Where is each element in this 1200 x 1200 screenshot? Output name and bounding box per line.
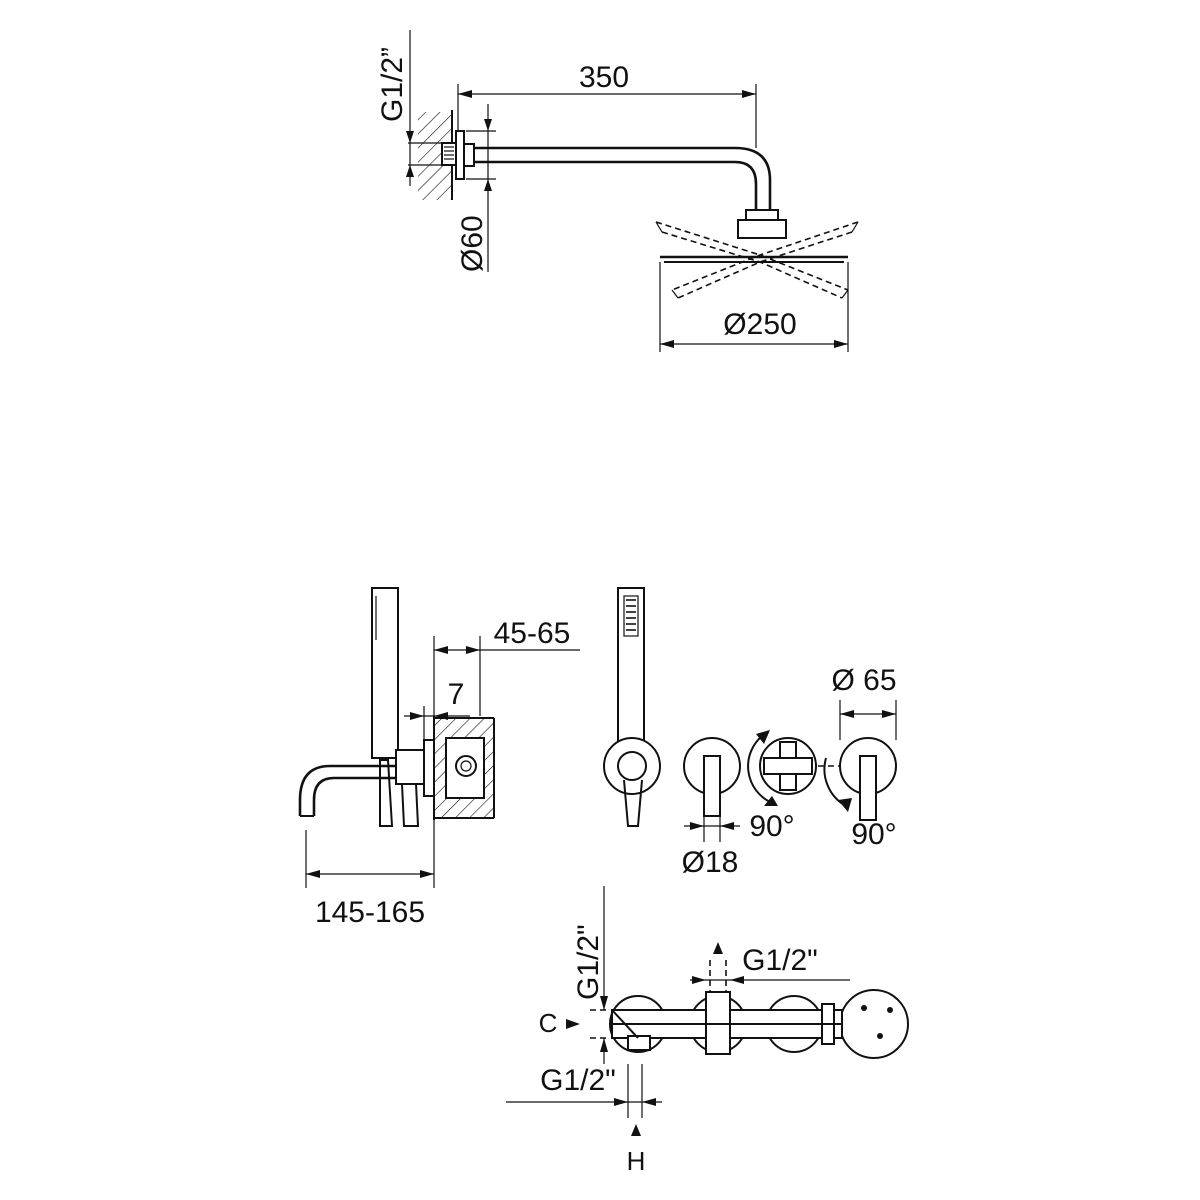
spout-pipe xyxy=(298,764,396,816)
wall-plate xyxy=(423,739,435,797)
rotation-right-angle: 90° xyxy=(851,818,896,851)
shower-arm xyxy=(474,146,772,212)
dim-flange-diameter: Ø60 xyxy=(456,215,489,272)
dim-plate-diameter: Ø 65 xyxy=(831,664,896,697)
wall-flange xyxy=(455,130,465,180)
dim-projection: 145-165 xyxy=(315,896,425,929)
lever xyxy=(379,759,394,827)
mixer-lever xyxy=(703,755,721,817)
front-view: Ø18 90° 90° Ø 65 xyxy=(603,587,897,879)
right-lever xyxy=(859,755,877,821)
dim-plate-thickness: 7 xyxy=(448,678,465,711)
dim-depth-range: 45-65 xyxy=(494,617,571,650)
rotation-left-angle: 90° xyxy=(749,810,794,843)
cold-label: C xyxy=(539,1008,558,1038)
hand-shower-front xyxy=(617,587,645,759)
dim-lever-diameter: Ø18 xyxy=(682,846,739,879)
dim-inlet-thread: G1/2” xyxy=(376,47,409,122)
dim-head-diameter: Ø250 xyxy=(723,308,796,341)
outlet-disc xyxy=(839,989,909,1059)
hand-shower xyxy=(371,587,399,759)
shower-head-view: 350 G1/2” Ø60 Ø250 xyxy=(376,30,859,352)
top-view: G1/2" C G1/2" G1/2" H xyxy=(506,886,909,1176)
inlet-nipple xyxy=(441,142,457,166)
head-connector xyxy=(745,209,779,221)
dim-vertical-thread: G1/2" xyxy=(572,924,605,1000)
dim-bottom-thread: G1/2" xyxy=(540,1064,616,1097)
tilt-outline-2 xyxy=(671,221,859,291)
hot-label: H xyxy=(627,1146,646,1176)
tilt-outline-1 xyxy=(655,221,849,291)
flange-collar xyxy=(463,143,475,167)
spout-side-view: 45-65 7 145-165 xyxy=(298,587,580,929)
dim-right-thread: G1/2" xyxy=(742,944,818,977)
rotation-arrow-left xyxy=(747,735,771,803)
dim-arm-length: 350 xyxy=(579,61,629,94)
